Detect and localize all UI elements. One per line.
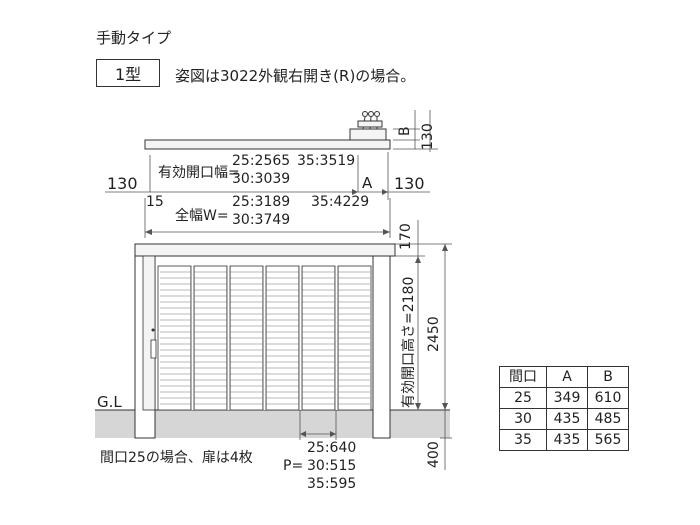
page-title: 手動タイプ xyxy=(96,29,172,47)
dim-opening-height-label: 有効開口高さ=2180 xyxy=(401,276,417,408)
ground-right xyxy=(390,410,450,438)
table-cell: 485 xyxy=(587,408,629,430)
figure-note: 姿図は3022外観右開き(R)の場合。 xyxy=(175,67,416,85)
door-count-note: 間口25の場合、扉は4枚 xyxy=(100,450,253,466)
operator-unit xyxy=(349,128,387,141)
dim-top-130: 130 xyxy=(420,123,436,150)
total-width-25: 25:3189 xyxy=(232,194,291,210)
table-header-cell: 間口 xyxy=(499,366,547,388)
table-row: 30 435 485 xyxy=(499,408,629,430)
dim-B-label: B xyxy=(397,126,413,136)
top-beam xyxy=(144,139,391,150)
total-width-35: 35:4229 xyxy=(311,194,370,210)
opening-width-35: 35:3519 xyxy=(297,153,356,169)
dim-A-label: A xyxy=(362,174,373,192)
table-cell: 435 xyxy=(546,408,588,430)
P-label: P= xyxy=(283,458,304,474)
dim-side-left: 130 xyxy=(107,174,138,193)
total-width-label: 全幅W= xyxy=(175,208,229,224)
dim-below-ground-400: 400 xyxy=(426,441,442,468)
P-value-35: 35:595 xyxy=(307,476,357,492)
table-cell: 610 xyxy=(587,387,629,409)
table-cell: 435 xyxy=(546,429,588,451)
opening-width-label: 有効開口幅= xyxy=(158,165,240,181)
table-cell: 25 xyxy=(499,387,547,409)
dim-offset-15: 15 xyxy=(146,194,164,210)
dim-total-height-2450: 2450 xyxy=(426,316,442,352)
table-header-cell: B xyxy=(587,366,629,388)
table-header-row: 間口 A B xyxy=(499,366,629,388)
table-cell: 349 xyxy=(546,387,588,409)
table-cell: 565 xyxy=(587,429,629,451)
dim-side-right: 130 xyxy=(394,174,425,193)
top-rail xyxy=(134,243,396,257)
opening-width-30: 30:3039 xyxy=(232,171,291,187)
table-cell: 35 xyxy=(499,429,547,451)
table-header-cell: A xyxy=(546,366,588,388)
operator-handles-icon xyxy=(357,111,383,130)
table-row: 25 349 610 xyxy=(499,387,629,409)
opening-width-25: 25:2565 xyxy=(232,153,291,169)
total-width-30: 30:3749 xyxy=(232,212,291,228)
right-post xyxy=(372,255,391,439)
table-row: 35 435 565 xyxy=(499,429,629,451)
table-cell: 30 xyxy=(499,408,547,430)
P-value-25: 25:640 xyxy=(307,440,357,456)
latch-icon xyxy=(150,339,157,359)
dim-top-gap-170: 170 xyxy=(398,223,414,250)
type-label-box: 1型 xyxy=(96,59,161,87)
ground-level-label: G.L xyxy=(97,393,122,411)
ground-center xyxy=(155,410,390,438)
dimension-table: 間口 A B 25 349 610 30 435 485 35 435 565 xyxy=(499,366,629,451)
ground-left xyxy=(95,410,135,438)
P-value-30: 30:515 xyxy=(307,458,357,474)
